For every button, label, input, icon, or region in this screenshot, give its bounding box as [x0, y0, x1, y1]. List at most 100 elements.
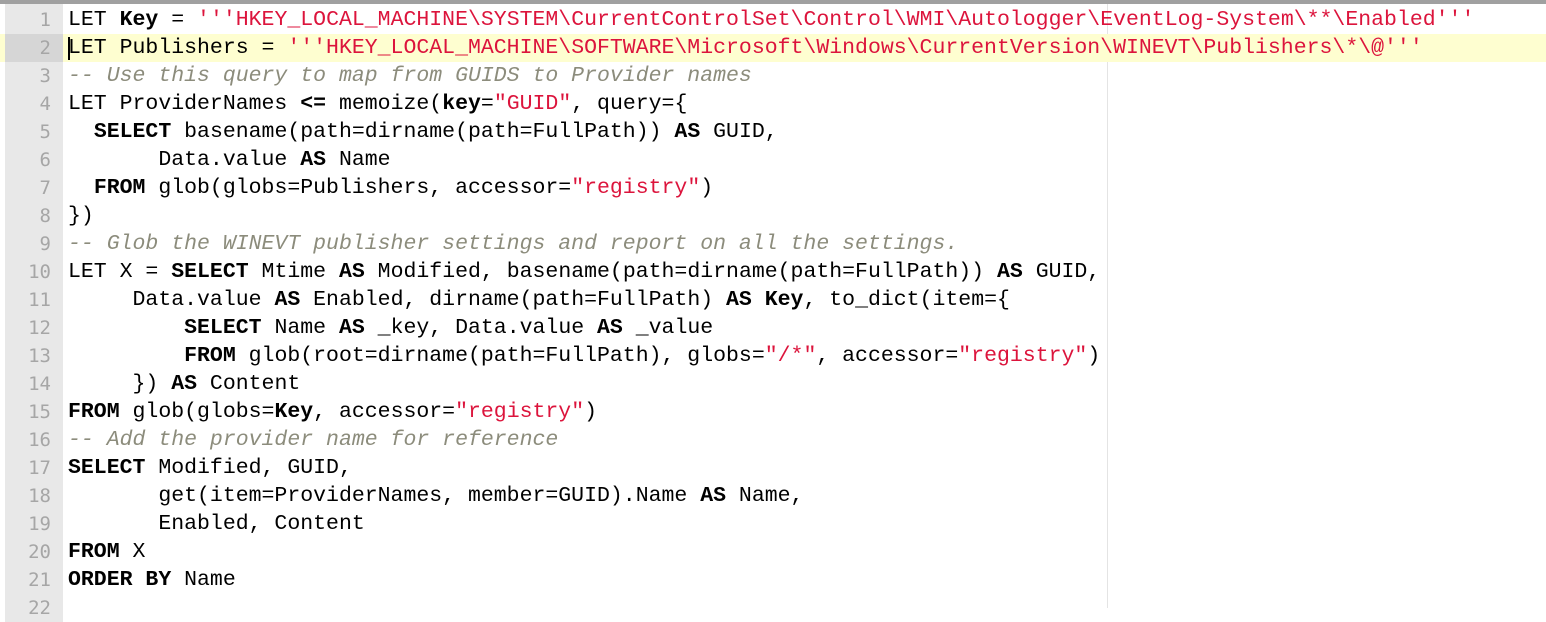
code-line[interactable]: 14 }) AS Content: [0, 370, 1546, 398]
line-number: 8: [5, 202, 63, 230]
code-text: [68, 344, 184, 368]
line-content[interactable]: }): [68, 202, 94, 230]
keyword-token: AS: [274, 288, 301, 312]
code-text: X: [119, 540, 146, 564]
code-line[interactable]: 9-- Glob the WINEVT publisher settings a…: [0, 230, 1546, 258]
line-content[interactable]: -- Add the provider name for reference: [68, 426, 558, 454]
keyword-token: AS: [700, 484, 727, 508]
line-number: 14: [5, 370, 63, 398]
code-text: glob(globs=Publishers, accessor=: [145, 176, 572, 200]
code-text: LET Publishers =: [68, 36, 288, 60]
line-number: 16: [5, 426, 63, 454]
line-content[interactable]: LET ProviderNames <= memoize(key="GUID",…: [68, 90, 687, 118]
code-line[interactable]: 5 SELECT basename(path=dirname(path=Full…: [0, 118, 1546, 146]
keyword-token: AS: [726, 288, 752, 312]
line-content[interactable]: get(item=ProviderNames, member=GUID).Nam…: [68, 482, 803, 510]
keyword-token: <=: [300, 92, 327, 116]
code-text: Content: [197, 372, 301, 396]
line-number: 5: [5, 118, 63, 146]
code-text: , to_dict(item={: [803, 288, 1010, 312]
code-text: _key, Data.value: [364, 316, 598, 340]
line-number: 9: [5, 230, 63, 258]
code-text: =: [158, 8, 198, 32]
line-number: 6: [5, 146, 63, 174]
long-line-edge-marker: [1107, 4, 1108, 608]
line-content[interactable]: Data.value AS Name: [68, 146, 391, 174]
code-text: [68, 176, 94, 200]
line-content[interactable]: LET Publishers = '''HKEY_LOCAL_MACHINE\S…: [68, 34, 1423, 62]
code-text: Modified, GUID,: [145, 456, 352, 480]
string-token: "registry": [958, 344, 1088, 368]
line-number: 10: [5, 258, 63, 286]
line-content[interactable]: LET Key = '''HKEY_LOCAL_MACHINE\SYSTEM\C…: [68, 6, 1474, 34]
code-text: Mtime: [248, 260, 339, 284]
line-number: 17: [5, 454, 63, 482]
code-line[interactable]: 22: [0, 594, 1546, 622]
line-number: 19: [5, 510, 63, 538]
line-content[interactable]: SELECT basename(path=dirname(path=FullPa…: [68, 118, 778, 146]
code-text: GUID,: [1022, 260, 1101, 284]
line-content[interactable]: -- Glob the WINEVT publisher settings an…: [68, 230, 958, 258]
line-content[interactable]: SELECT Modified, GUID,: [68, 454, 352, 482]
line-number: 12: [5, 314, 63, 342]
code-text: , accessor=: [313, 400, 456, 424]
keyword-token: AS: [338, 260, 365, 284]
keyword-token: AS: [300, 148, 327, 172]
line-content[interactable]: Enabled, Content: [68, 510, 364, 538]
code-text: LET X =: [68, 260, 172, 284]
keyword-token: FROM: [68, 540, 120, 564]
code-text: _value: [622, 316, 714, 340]
line-number: 1: [5, 6, 63, 34]
code-text: ): [700, 176, 714, 200]
line-content[interactable]: FROM glob(globs=Publishers, accessor="re…: [68, 174, 713, 202]
keyword-token: SELECT: [184, 316, 262, 340]
code-line[interactable]: 6 Data.value AS Name: [0, 146, 1546, 174]
line-content[interactable]: ORDER BY Name: [68, 566, 236, 594]
keyword-token: FROM: [68, 400, 120, 424]
code-line[interactable]: 16-- Add the provider name for reference: [0, 426, 1546, 454]
code-line[interactable]: 3-- Use this query to map from GUIDS to …: [0, 62, 1546, 90]
code-line[interactable]: 12 SELECT Name AS _key, Data.value AS _v…: [0, 314, 1546, 342]
line-number: 2: [5, 34, 63, 62]
keyword-token: AS: [338, 316, 365, 340]
code-text: Name: [171, 568, 236, 592]
code-text: =: [480, 92, 494, 116]
line-content[interactable]: -- Use this query to map from GUIDS to P…: [68, 62, 752, 90]
line-number: 3: [5, 62, 63, 90]
line-content[interactable]: FROM glob(globs=Key, accessor="registry"…: [68, 398, 597, 426]
keyword-token: Key: [764, 288, 804, 312]
line-number: 4: [5, 90, 63, 118]
code-text: [68, 316, 184, 340]
code-text: Enabled, dirname(path=FullPath): [300, 288, 727, 312]
line-content[interactable]: Data.value AS Enabled, dirname(path=Full…: [68, 286, 1010, 314]
code-line[interactable]: 8}): [0, 202, 1546, 230]
code-line[interactable]: 18 get(item=ProviderNames, member=GUID).…: [0, 482, 1546, 510]
code-text: [68, 120, 94, 144]
code-text: GUID,: [700, 120, 778, 144]
code-line[interactable]: 13 FROM glob(root=dirname(path=FullPath)…: [0, 342, 1546, 370]
line-content[interactable]: LET X = SELECT Mtime AS Modified, basena…: [68, 258, 1100, 286]
code-text: Name: [326, 148, 391, 172]
keyword-token: AS: [597, 316, 623, 340]
code-line[interactable]: 7 FROM glob(globs=Publishers, accessor="…: [0, 174, 1546, 202]
line-content[interactable]: SELECT Name AS _key, Data.value AS _valu…: [68, 314, 713, 342]
code-line[interactable]: 19 Enabled, Content: [0, 510, 1546, 538]
text-cursor: [68, 37, 70, 60]
line-number: 22: [5, 594, 63, 622]
code-line[interactable]: 11 Data.value AS Enabled, dirname(path=F…: [0, 286, 1546, 314]
line-number: 7: [5, 174, 63, 202]
keyword-token: AS: [171, 372, 198, 396]
line-content[interactable]: FROM X: [68, 538, 145, 566]
line-number: 13: [5, 342, 63, 370]
line-content[interactable]: }) AS Content: [68, 370, 301, 398]
line-content[interactable]: FROM glob(root=dirname(path=FullPath), g…: [68, 342, 1100, 370]
